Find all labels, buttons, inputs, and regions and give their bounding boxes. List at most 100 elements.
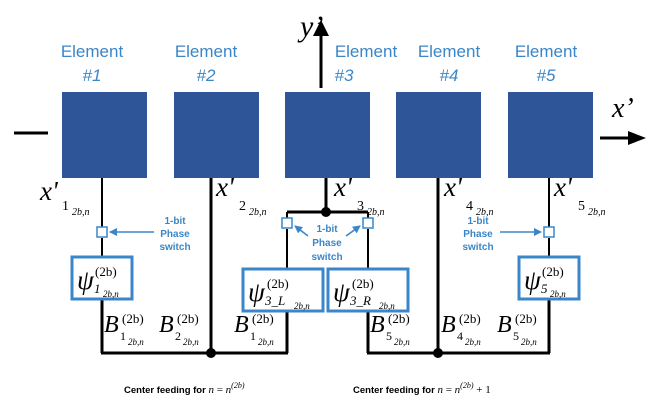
svg-text:(2b): (2b) — [122, 311, 144, 326]
svg-text:ψ: ψ — [248, 277, 266, 307]
svg-text:2b,n: 2b,n — [367, 207, 385, 218]
feed-caption-right: Center feeding for n = n(2b) + 1 — [353, 381, 491, 396]
svg-text:Element: Element — [515, 42, 578, 61]
element-4-patch — [396, 92, 481, 178]
svg-text:2b,n: 2b,n — [588, 207, 606, 218]
psi-box-1: ψ (2b) 1 2b,n — [70, 255, 134, 301]
element-1-title: Element #1 — [61, 42, 124, 85]
svg-text:ψ: ψ — [524, 265, 542, 295]
svg-text:Phase: Phase — [160, 229, 190, 240]
svg-text:1-bit: 1-bit — [316, 224, 338, 235]
center-feed-point-right — [433, 348, 443, 358]
svg-text:1: 1 — [250, 329, 256, 343]
svg-text:B: B — [104, 312, 119, 338]
element-3-title: Element #3 — [335, 42, 398, 85]
svg-text:3_R: 3_R — [349, 293, 371, 308]
b-label-6: B (2b) 5 2b,n — [497, 311, 537, 347]
svg-text:switch: switch — [159, 242, 190, 253]
svg-text:1-bit: 1-bit — [467, 216, 489, 227]
svg-text:B: B — [441, 312, 456, 338]
svg-text:(2b): (2b) — [515, 311, 537, 326]
psi-box-3-right: ψ (2b) 3_R 2b,n — [326, 267, 410, 313]
svg-text:switch: switch — [311, 252, 342, 263]
svg-text:(2b): (2b) — [388, 311, 410, 326]
svg-text:Phase: Phase — [312, 238, 342, 249]
svg-text:B: B — [370, 312, 385, 338]
svg-text:Element: Element — [61, 42, 124, 61]
x-axis-label: x’ — [611, 93, 634, 124]
port-label-3: x' 3 2b,n — [333, 172, 385, 218]
port-label-1: x' 1 2b,n — [39, 176, 90, 218]
feed-caption-left: Center feeding for n = n(2b) — [124, 381, 245, 396]
svg-text:ψ: ψ — [77, 265, 95, 295]
port-label-5: x' 5 2b,n — [553, 172, 606, 218]
svg-text:4: 4 — [457, 329, 463, 343]
port-label-2: x' 2 2b,n — [215, 172, 267, 218]
svg-text:2: 2 — [239, 199, 246, 214]
y-axis-label: y’ — [297, 10, 323, 43]
phase-switch-5 — [543, 226, 555, 238]
element-2-title: Element #2 — [175, 42, 238, 85]
svg-text:(2b): (2b) — [177, 311, 199, 326]
svg-text:2: 2 — [175, 329, 181, 343]
svg-text:2b,n: 2b,n — [183, 337, 199, 347]
svg-text:Center feeding for n = n(2b) +: Center feeding for n = n(2b) + 1 — [353, 381, 491, 396]
svg-text:2b,n: 2b,n — [476, 207, 494, 218]
svg-text:#3: #3 — [335, 66, 354, 85]
svg-text:#1: #1 — [83, 66, 102, 85]
b-label-1: B (2b) 1 2b,n — [104, 311, 144, 347]
element-4-title: Element #4 — [418, 42, 481, 85]
svg-text:(2b): (2b) — [252, 311, 274, 326]
svg-text:5: 5 — [513, 329, 519, 343]
svg-text:1-bit: 1-bit — [164, 216, 186, 227]
b-label-2: B (2b) 2 2b,n — [159, 311, 199, 347]
svg-text:(2b): (2b) — [542, 264, 564, 279]
element-2-patch — [174, 92, 259, 178]
phase-switch-label-1: 1-bit Phase switch — [109, 216, 191, 253]
svg-text:2b,n: 2b,n — [521, 337, 537, 347]
junction-element-3 — [321, 207, 331, 217]
svg-text:#5: #5 — [537, 66, 556, 85]
svg-text:x': x' — [553, 172, 573, 202]
svg-text:Element: Element — [175, 42, 238, 61]
feed-network-center — [286, 178, 369, 268]
psi-box-3-left: ψ (2b) 3_L 2b,n — [241, 267, 325, 313]
svg-text:2b,n: 2b,n — [249, 207, 267, 218]
phase-switch-3-left — [281, 217, 293, 229]
svg-text:x': x' — [443, 172, 463, 202]
element-5-title: Element #5 — [515, 42, 578, 85]
svg-text:Element: Element — [335, 42, 398, 61]
svg-text:B: B — [234, 312, 249, 338]
feed-network-left — [100, 178, 289, 355]
phase-switch-1 — [96, 226, 108, 238]
svg-text:1: 1 — [62, 199, 69, 214]
svg-text:#4: #4 — [440, 66, 459, 85]
svg-text:2b,n: 2b,n — [465, 337, 481, 347]
b-label-4: B (2b) 5 2b,n — [370, 311, 410, 347]
svg-text:2b,n: 2b,n — [379, 301, 395, 311]
svg-text:2b,n: 2b,n — [72, 207, 90, 218]
svg-text:2b,n: 2b,n — [294, 301, 310, 311]
svg-text:x': x' — [39, 176, 59, 206]
element-5-patch — [508, 92, 593, 178]
svg-text:2b,n: 2b,n — [394, 337, 410, 347]
svg-text:switch: switch — [462, 242, 493, 253]
svg-text:(2b): (2b) — [352, 276, 374, 291]
svg-text:2b,n: 2b,n — [258, 337, 274, 347]
phase-switch-label-5: 1-bit Phase switch — [462, 216, 542, 253]
svg-text:2b,n: 2b,n — [128, 337, 144, 347]
svg-text:(2b): (2b) — [95, 264, 117, 279]
svg-text:(2b): (2b) — [459, 311, 481, 326]
svg-text:3: 3 — [357, 199, 364, 214]
svg-text:5: 5 — [386, 329, 392, 343]
y-axis: y’ — [297, 10, 329, 88]
svg-text:#2: #2 — [197, 66, 216, 85]
svg-text:ψ: ψ — [333, 277, 351, 307]
svg-text:5: 5 — [578, 199, 585, 214]
svg-text:4: 4 — [466, 199, 473, 214]
svg-text:B: B — [159, 312, 174, 338]
svg-text:Phase: Phase — [463, 229, 493, 240]
svg-text:(2b): (2b) — [267, 276, 289, 291]
svg-text:x': x' — [333, 172, 353, 202]
